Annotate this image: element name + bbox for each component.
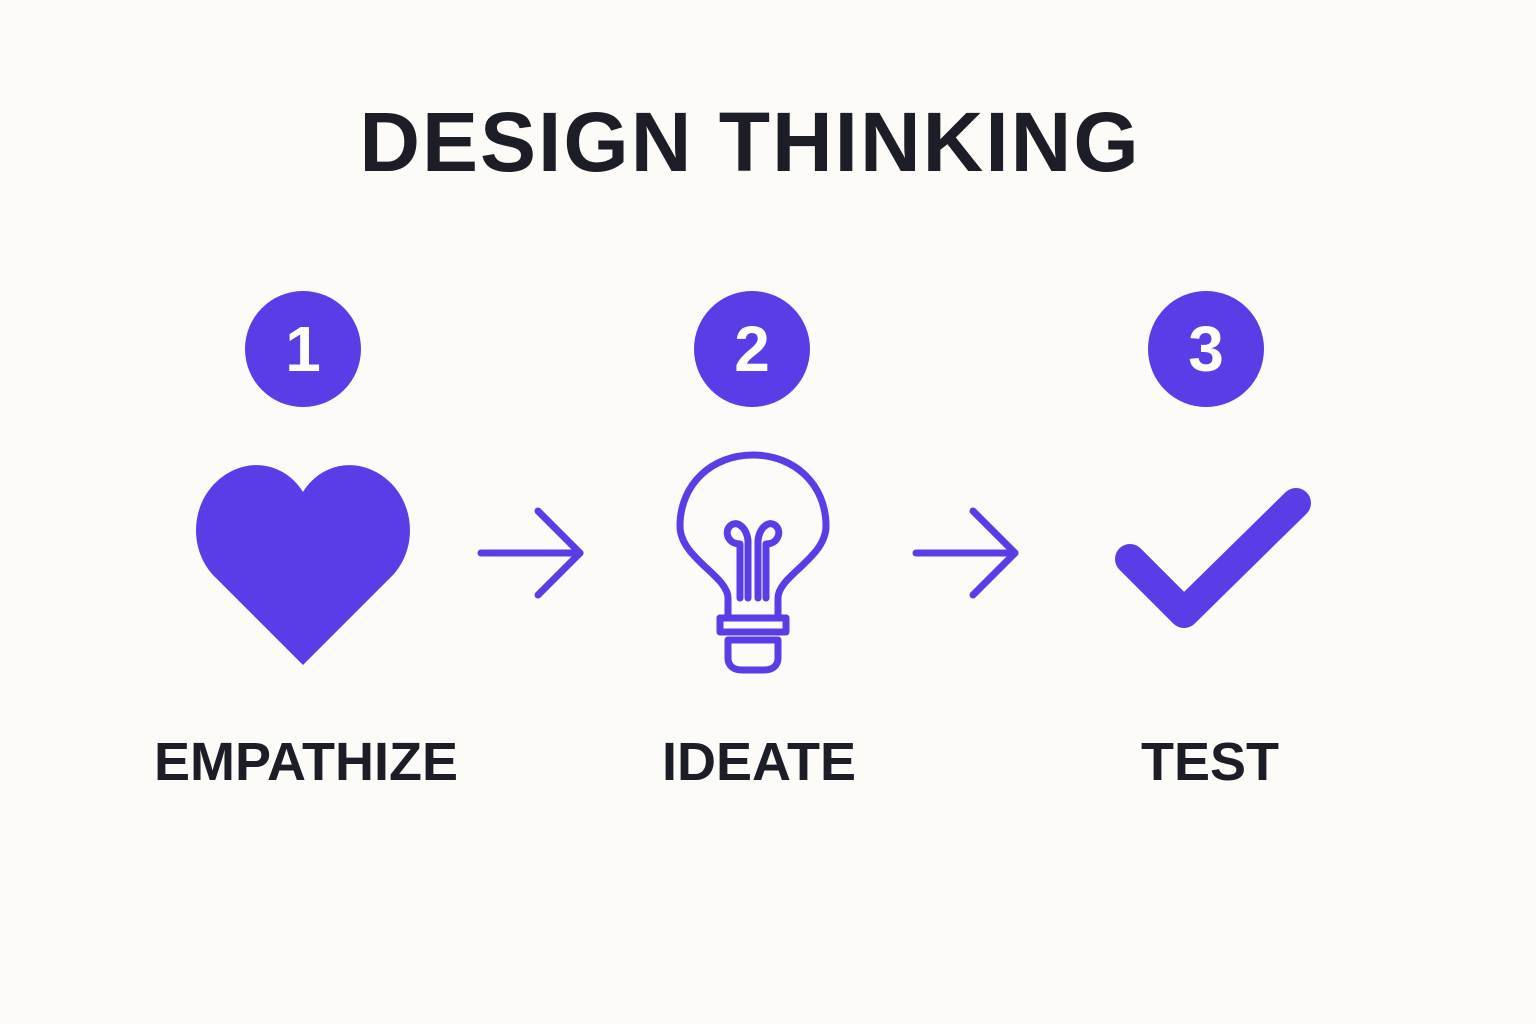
step-1-label: EMPATHIZE bbox=[154, 732, 458, 792]
step-2-label: IDEATE bbox=[661, 732, 856, 792]
checkmark-icon bbox=[1115, 488, 1311, 628]
step-3-label: TEST bbox=[1140, 732, 1279, 792]
arrow-right-icon bbox=[477, 507, 584, 599]
step-3-number-badge: 3 bbox=[1148, 291, 1264, 407]
step-2-number-badge: 2 bbox=[694, 291, 810, 407]
step-1-number-badge: 1 bbox=[245, 291, 361, 407]
diagram-title: DESIGN THINKING bbox=[359, 95, 1141, 189]
heart-icon bbox=[196, 465, 410, 665]
arrow-right-icon bbox=[912, 507, 1019, 599]
lightbulb-icon bbox=[676, 451, 830, 674]
